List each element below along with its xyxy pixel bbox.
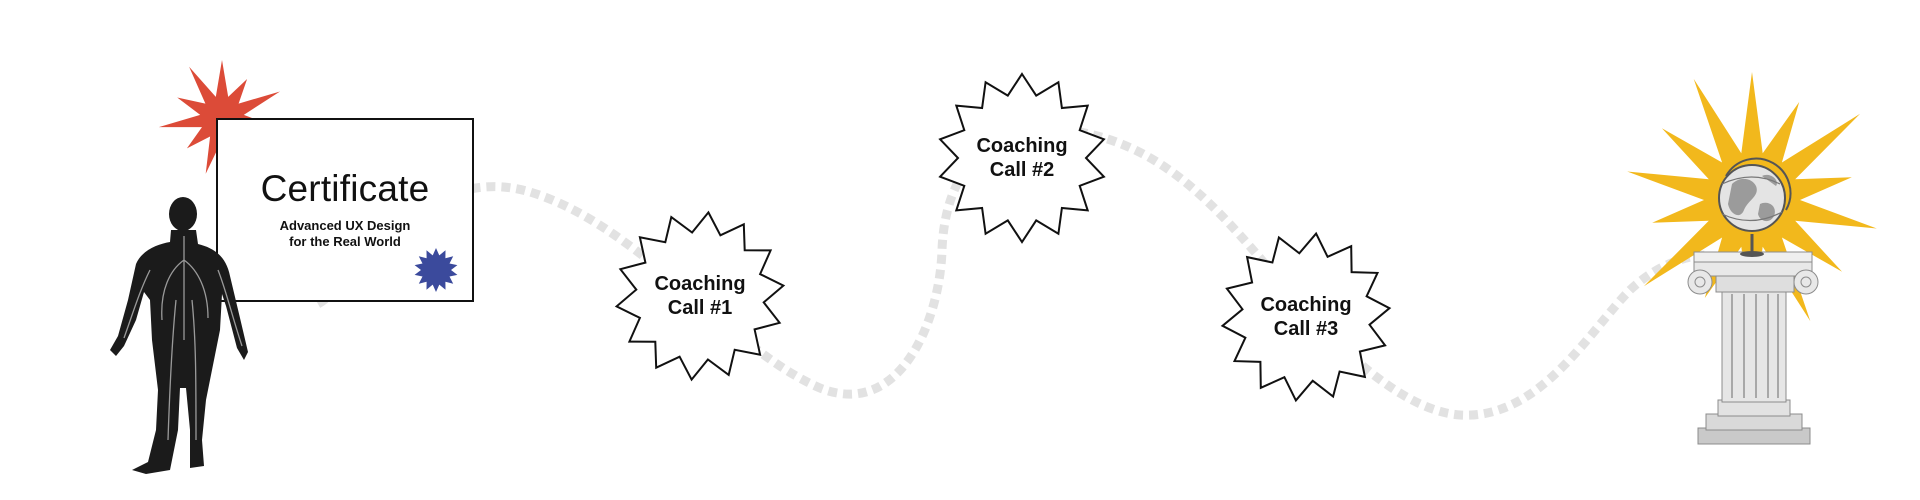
coaching-call-3-label: Coaching Call #3	[1260, 293, 1351, 341]
coaching-call-1-label: Coaching Call #1	[654, 272, 745, 320]
coaching-call-2-badge	[938, 72, 1106, 244]
coaching-call-1-line-2: Call #1	[667, 297, 733, 319]
coaching-call-3-line-1: Coaching	[1260, 294, 1352, 316]
coaching-call-1-line-1: Coaching	[654, 273, 746, 295]
coaching-call-2-line-1: Coaching	[976, 135, 1068, 157]
globe-icon	[1718, 157, 1792, 257]
blue-seal-icon	[414, 248, 458, 292]
anatomical-figure-icon	[110, 197, 248, 474]
coaching-call-3-badge	[1220, 231, 1392, 403]
certificate-course-line-1: Advanced UX Design	[279, 218, 411, 233]
certificate-title: Certificate	[260, 168, 430, 209]
coaching-call-1-badge	[614, 210, 786, 382]
column-pedestal-icon	[1687, 251, 1819, 445]
coaching-call-2-line-2: Call #2	[989, 159, 1055, 181]
certificate-course-line-2: for the Real World	[289, 234, 401, 249]
coaching-call-3-line-2: Call #3	[1273, 318, 1339, 340]
coaching-call-2-label: Coaching Call #2	[976, 134, 1067, 182]
